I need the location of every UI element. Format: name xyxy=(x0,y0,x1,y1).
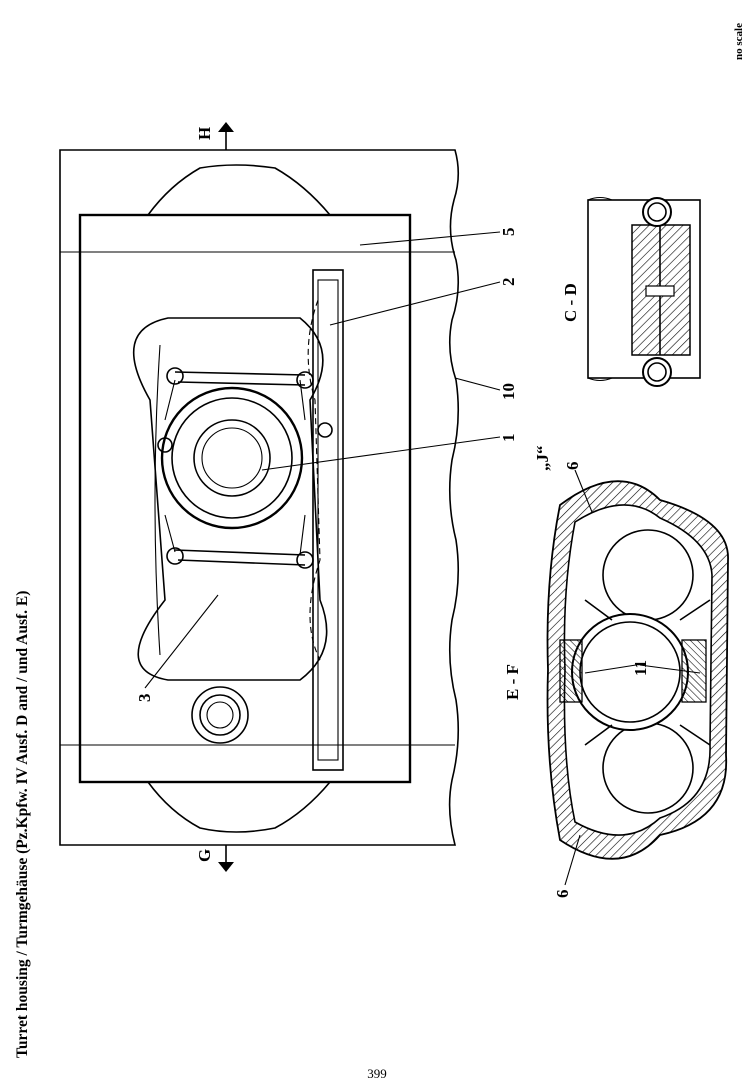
leader-lines xyxy=(144,231,701,886)
bottom-bump xyxy=(147,781,331,833)
callout-5: 5 xyxy=(499,228,518,237)
section-ef xyxy=(546,480,729,860)
section-cd xyxy=(587,196,701,387)
section-mark-h: H xyxy=(195,127,214,140)
callout-6-bottom: 6 xyxy=(553,890,572,899)
callout-11: 11 xyxy=(631,660,650,676)
top-bump xyxy=(147,164,331,216)
callout-6-top: 6 xyxy=(563,462,582,471)
section-title-ef: E - F xyxy=(503,664,522,700)
housing-face xyxy=(78,213,412,784)
vision-port xyxy=(191,686,249,744)
plan-view xyxy=(59,122,460,872)
view-label: „J“ xyxy=(533,446,552,472)
outer-plate-outline xyxy=(59,149,460,846)
callout-2: 2 xyxy=(499,278,518,287)
gun-ring-outer xyxy=(160,386,304,530)
section-title-cd: C - D xyxy=(561,283,580,322)
callout-1: 1 xyxy=(499,434,518,443)
callout-10: 10 xyxy=(499,383,518,400)
callout-3: 3 xyxy=(135,694,154,703)
mantlet-outline xyxy=(132,317,328,681)
page-number: 399 xyxy=(367,1066,387,1081)
section-mark-g: G xyxy=(195,849,214,862)
